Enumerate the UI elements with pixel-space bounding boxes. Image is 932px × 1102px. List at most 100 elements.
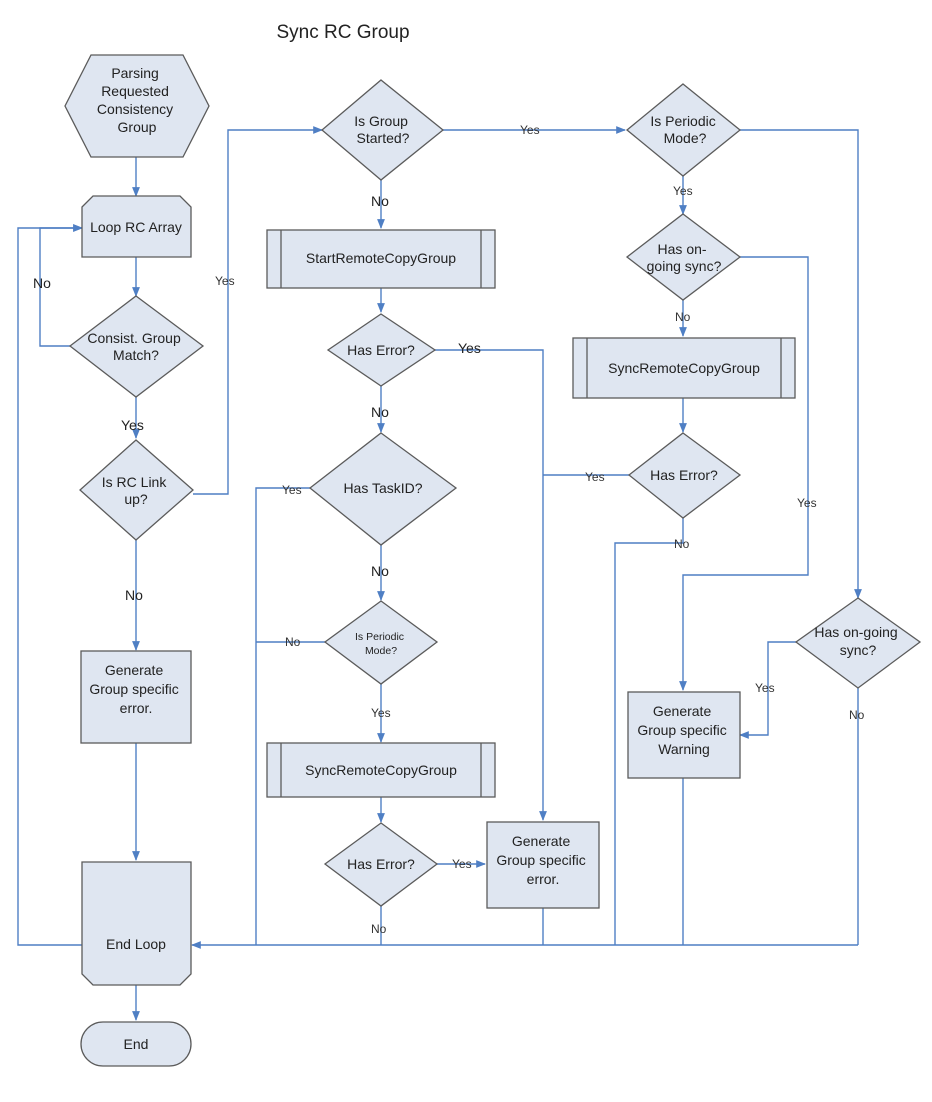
edge-link-yes — [193, 126, 323, 495]
loop-rc-array-label: Loop RC Array — [90, 219, 182, 235]
node-generate-error-left: Generate Group specific error. — [80, 650, 192, 744]
ongoing-1-line-1: Has on- — [658, 241, 707, 257]
label-match-yes: Yes — [121, 417, 144, 433]
node-parsing: Parsing Requested Consistency Group — [64, 54, 210, 158]
svg-text:Is RC Link up?: Is RC Link up? — [102, 474, 170, 507]
edge-endloop-back — [17, 224, 83, 946]
has-error-1-label: Has Error? — [347, 342, 415, 358]
sync-remote-right-label: SyncRemoteCopyGroup — [608, 360, 760, 376]
label-haserror2-yes: Yes — [452, 857, 472, 871]
edge-haserror3-no — [614, 518, 684, 945]
warning-line-2: Group specific — [637, 722, 726, 738]
edge-labels: No Yes Yes No No Yes Yes No Yes No No Ye… — [33, 123, 865, 936]
ongoing-1-line-2: going sync? — [647, 258, 722, 274]
consist-match-line-2: Match? — [113, 347, 159, 363]
error-mid-line-1: Generate — [512, 833, 571, 849]
parsing-line-3: Consistency — [97, 101, 173, 117]
node-ongoing-sync-2: Has on-going sync? — [794, 597, 922, 689]
parsing-line-1: Parsing — [111, 65, 158, 81]
label-taskid-no: No — [371, 563, 389, 579]
node-rc-link-up: Is RC Link up? — [79, 439, 194, 541]
end-loop-label: End Loop — [106, 936, 166, 952]
svg-text:Generate Group specific: Generate Group specific error. — [496, 833, 589, 887]
group-started-line-1: Is Group — [354, 113, 408, 129]
label-haserror1-no: No — [371, 404, 389, 420]
node-generate-warning: Generate Group specific Warning — [627, 691, 741, 779]
node-generate-error-mid: Generate Group specific error. — [486, 821, 600, 909]
has-error-2-label: Has Error? — [347, 856, 415, 872]
label-taskid-yes: Yes — [282, 483, 302, 497]
label-ongoing2-yes: Yes — [755, 681, 775, 695]
error-mid-line-2: Group specific — [496, 852, 585, 868]
start-remote-label: StartRemoteCopyGroup — [306, 250, 456, 266]
warning-line-3: Warning — [658, 741, 710, 757]
label-periodic-right-yes: Yes — [673, 184, 693, 198]
has-taskid-label: Has TaskID? — [343, 480, 422, 496]
label-haserror3-no: No — [674, 537, 690, 551]
svg-text:Has on-going sync?: Has on-going sync? — [814, 624, 901, 658]
label-link-yes: Yes — [215, 274, 235, 288]
error-left-line-1: Generate — [105, 662, 164, 678]
label-haserror3-yes: Yes — [585, 470, 605, 484]
error-left-line-2: Group specific — [89, 681, 178, 697]
edge-haserror1-yes — [435, 349, 547, 821]
edge-periodic-right-no — [740, 129, 862, 599]
consist-match-line-1: Consist. Group — [87, 330, 181, 346]
edge-ongoing2-yes — [739, 641, 796, 739]
node-has-taskid: Has TaskID? — [308, 432, 458, 546]
node-start-remote-copy-group: StartRemoteCopyGroup — [266, 229, 496, 289]
node-consist-group-match: Consist. Group Match? — [68, 295, 205, 398]
ongoing-2-line-1: Has on-going — [814, 624, 897, 640]
node-loop-rc-array: Loop RC Array — [81, 195, 192, 258]
connectors — [17, 126, 862, 1021]
label-started-no: No — [371, 193, 389, 209]
node-sync-remote-copy-group-mid: SyncRemoteCopyGroup — [266, 742, 496, 798]
node-periodic-mode-right: Is Periodic Mode? — [625, 83, 742, 177]
end-label: End — [124, 1036, 149, 1052]
periodic-mid-line-1: Is Periodic — [355, 631, 404, 643]
svg-text:Has on- going sync?: Has on- going sync? — [647, 241, 722, 274]
node-end-loop: End Loop — [81, 861, 192, 986]
label-ongoing2-no: No — [849, 708, 865, 722]
warning-line-1: Generate — [653, 703, 712, 719]
edge-ongoing1-yes — [679, 256, 809, 691]
diagram-title: Sync RC Group — [276, 22, 409, 43]
label-link-no: No — [125, 587, 143, 603]
node-group-started: Is Group Started? — [320, 79, 445, 181]
node-has-error-2: Has Error? — [323, 822, 439, 907]
label-periodic-mid-yes: Yes — [371, 706, 391, 720]
label-started-yes: Yes — [520, 123, 540, 137]
node-sync-remote-copy-group-right: SyncRemoteCopyGroup — [572, 337, 796, 399]
label-match-no: No — [33, 275, 51, 291]
error-mid-line-3: error. — [527, 871, 560, 887]
parsing-line-2: Requested — [101, 83, 169, 99]
label-ongoing1-no: No — [675, 310, 691, 324]
node-ongoing-sync-1: Has on- going sync? — [625, 213, 742, 301]
node-periodic-mode-mid: Is Periodic Mode? — [323, 600, 439, 685]
rc-link-line-1: Is RC Link — [102, 474, 168, 490]
node-has-error-1: Has Error? — [326, 313, 437, 387]
label-haserror1-yes: Yes — [458, 340, 481, 356]
label-periodic-mid-no: No — [285, 635, 301, 649]
svg-text:Is Periodic Mode?: Is Periodic Mode? — [650, 113, 719, 146]
periodic-right-line-2: Mode? — [664, 130, 707, 146]
edge-taskid-yes — [255, 487, 310, 945]
svg-text:Is Periodic Mode?: Is Periodic Mode? — [355, 631, 407, 657]
svg-text:Is Group Started?: Is Group Started? — [354, 113, 412, 146]
rc-link-line-2: up? — [124, 491, 148, 507]
periodic-right-line-1: Is Periodic — [650, 113, 715, 129]
svg-text:Generate Group specific: Generate Group specific error. — [89, 662, 182, 716]
ongoing-2-line-2: sync? — [840, 642, 877, 658]
svg-text:Consist. Group Match?: Consist. Group Match? — [87, 330, 184, 363]
svg-text:Parsing Requested: Parsing Requested Consistency Group — [97, 65, 177, 135]
sync-remote-mid-label: SyncRemoteCopyGroup — [305, 762, 457, 778]
periodic-mid-line-2: Mode? — [365, 645, 397, 657]
group-started-line-2: Started? — [357, 130, 410, 146]
error-left-line-3: error. — [120, 700, 153, 716]
node-end: End — [80, 1021, 192, 1067]
svg-text:Generate Group specific: Generate Group specific Warning — [637, 703, 730, 757]
has-error-3-label: Has Error? — [650, 467, 718, 483]
parsing-line-4: Group — [118, 119, 157, 135]
